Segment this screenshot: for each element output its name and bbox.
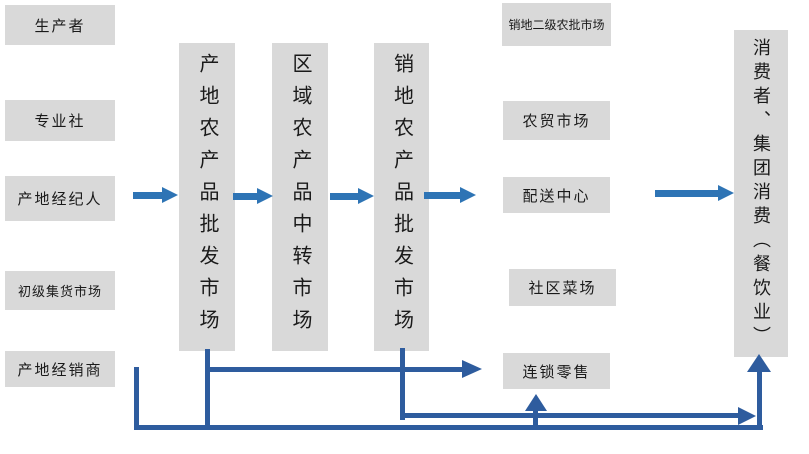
box-distribution-center-label: 配送中心 — [522, 188, 591, 205]
arrow-shaft — [133, 192, 165, 199]
box-distribution-center: 配送中心 — [503, 177, 610, 213]
box-community-market: 社区菜场 — [509, 269, 616, 306]
line-origin-market-drop — [205, 349, 210, 430]
line-origin-market-to-chain-retail — [205, 367, 463, 372]
line-upper-bus — [400, 413, 739, 418]
arrow-stage3-to-distribution-center — [424, 187, 476, 204]
box-destination-secondary-wholesale-market-label: 销地二级农批市场 — [508, 18, 605, 32]
arrowhead-right-icon — [358, 188, 374, 204]
box-destination-wholesale-market-label: 销地农产品批发市场 — [390, 53, 413, 341]
arrowhead-right-icon — [162, 187, 178, 203]
arrowhead-right-icon — [718, 185, 734, 201]
line-chain-retail-riser — [533, 411, 538, 430]
arrow-stage2-to-stage3 — [330, 188, 374, 205]
box-professional-cooperative-label: 专业社 — [34, 114, 86, 130]
box-farmers-market-label: 农贸市场 — [522, 114, 591, 130]
box-consumers-group-consumption: 消费者、集团消费（餐饮业） — [734, 30, 788, 357]
arrow-shaft — [655, 190, 721, 197]
box-origin-distributor-label: 产地经销商 — [17, 362, 103, 379]
arrow-shaft — [424, 192, 463, 199]
arrow-broker-to-origin-market — [133, 187, 178, 204]
box-origin-broker-label: 产地经纪人 — [17, 192, 103, 208]
box-farmers-market: 农贸市场 — [503, 101, 610, 140]
arrowhead-right-icon — [460, 187, 476, 203]
arrowhead-chain-retail-up-icon — [525, 394, 547, 411]
line-distributor-drop — [134, 367, 139, 430]
arrow-shaft — [233, 193, 260, 200]
box-professional-cooperative: 专业社 — [5, 100, 115, 141]
box-destination-wholesale-market: 销地农产品批发市场 — [374, 43, 429, 351]
box-primary-collection-market: 初级集货市场 — [5, 271, 115, 310]
box-chain-retail-label: 连锁零售 — [522, 364, 591, 381]
line-bottom-bus — [134, 425, 763, 430]
box-producer-label: 生产者 — [34, 18, 86, 35]
arrow-shaft — [330, 193, 361, 200]
box-origin-distributor: 产地经销商 — [5, 351, 115, 387]
arrowhead-consumer-up-icon — [747, 354, 771, 372]
box-regional-transfer-market-label: 区域农产品中转市场 — [289, 53, 311, 341]
arrowhead-right-icon — [257, 188, 273, 204]
box-chain-retail: 连锁零售 — [503, 353, 610, 389]
box-primary-collection-market-label: 初级集货市场 — [17, 284, 102, 299]
box-origin-broker: 产地经纪人 — [5, 176, 115, 221]
line-destination-market-drop — [400, 348, 405, 420]
box-origin-wholesale-market-label: 产地农产品批发市场 — [196, 53, 218, 341]
arrow-stage1-to-stage2 — [233, 188, 273, 205]
box-destination-secondary-wholesale-market: 销地二级农批市场 — [502, 3, 611, 46]
arrowhead-chain-retail-left-icon — [462, 360, 482, 378]
arrow-distribution-center-to-consumer — [655, 185, 734, 202]
box-producer: 生产者 — [5, 5, 115, 45]
box-regional-transfer-market: 区域农产品中转市场 — [272, 43, 328, 351]
line-consumer-riser — [757, 371, 762, 430]
box-origin-wholesale-market: 产地农产品批发市场 — [179, 43, 235, 351]
box-consumers-group-consumption-label: 消费者、集团消费（餐饮业） — [751, 37, 771, 350]
arrowhead-upper-bus-right-icon — [738, 407, 756, 425]
box-community-market-label: 社区菜场 — [528, 281, 597, 297]
